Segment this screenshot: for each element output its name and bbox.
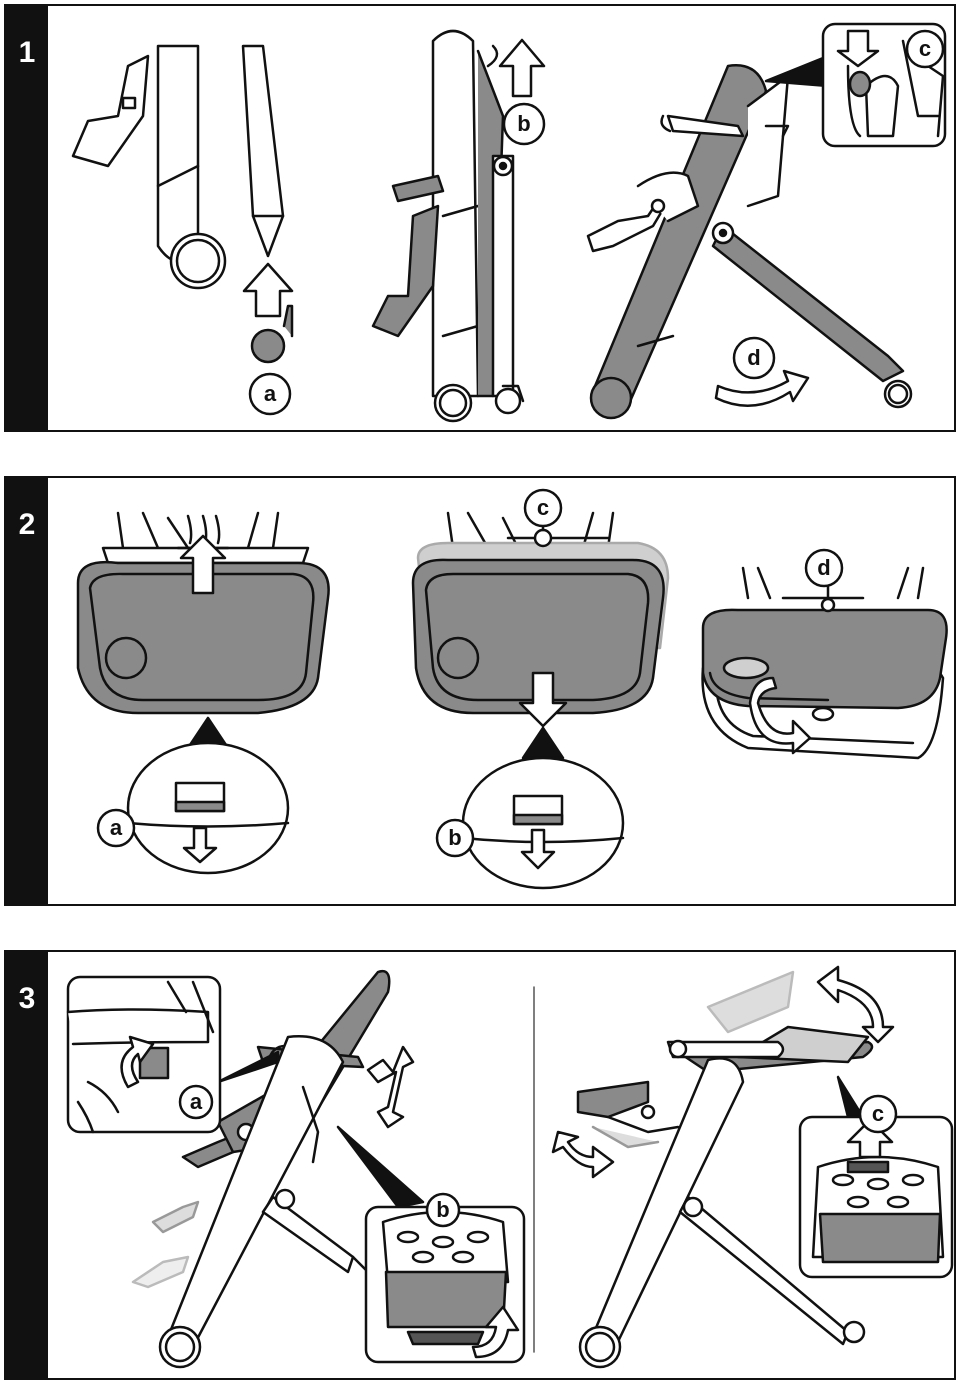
arrow-rotate-recline [816, 965, 895, 1044]
step-1-illustration: a b [71, 22, 947, 423]
svg-text:a: a [190, 1089, 203, 1114]
arrow-rotate-footrest [551, 1130, 615, 1179]
step-2-panel: 2 a [4, 476, 956, 906]
step-3-number: 3 [18, 982, 36, 1015]
inset-c-step3: c [798, 1094, 954, 1279]
step-3-panel: 3 [4, 950, 956, 1380]
svg-text:a: a [110, 815, 123, 840]
callout-a-step1: a [248, 372, 292, 416]
inset-c-step1: c [821, 22, 947, 148]
callout-c-step2: c [523, 488, 563, 528]
step-3-illustration: a b [66, 965, 954, 1369]
svg-text:d: d [817, 555, 830, 580]
step-1-unfolding-chair [586, 64, 913, 420]
svg-text:a: a [264, 381, 277, 406]
arrow-up-b [498, 38, 546, 98]
inset-a-step3: a [66, 975, 222, 1134]
step-1-folded-chair [371, 29, 525, 423]
step-2-tray-press [411, 511, 670, 890]
callout-b-step1: b [502, 102, 546, 146]
step-1-bar [6, 6, 48, 430]
arrow-down-b [520, 828, 556, 870]
step-1-number: 1 [18, 36, 36, 69]
inset-b-step3: b [364, 1192, 526, 1364]
svg-text:b: b [436, 1197, 449, 1222]
step-1-panel: 1 a [4, 4, 956, 432]
svg-text:b: b [448, 825, 461, 850]
arrow-up-tray1 [179, 534, 227, 595]
arrow-rotate-b [471, 1305, 520, 1359]
arrow-up-a [242, 262, 294, 318]
svg-text:c: c [872, 1101, 884, 1126]
step-2-bar [6, 478, 48, 904]
step-2-number: 2 [18, 508, 36, 541]
step-3-chair-height [131, 969, 415, 1369]
arrow-rotate-d [748, 676, 812, 755]
arrow-down-tray2 [518, 671, 568, 728]
arrow-rotate-a [120, 1035, 155, 1089]
arrow-updown-height [366, 1045, 415, 1129]
svg-text:b: b [517, 111, 530, 136]
arrow-curved-d [714, 369, 810, 407]
svg-text:d: d [747, 345, 760, 370]
svg-text:c: c [919, 36, 931, 61]
callout-a-step2: a [96, 808, 136, 848]
arrow-down-a [182, 826, 218, 864]
callout-d-step2: d [804, 548, 844, 588]
step-2-tray-remove [76, 511, 330, 875]
step-3-chair-recline [551, 965, 895, 1369]
step-2-tray-rotate [701, 566, 948, 760]
step-3-bar [6, 952, 48, 1378]
svg-text:c: c [537, 495, 549, 520]
callout-d-step1: d [732, 336, 776, 380]
callout-b-step2: b [435, 818, 475, 858]
step-1-leg-figure [71, 44, 294, 364]
step-2-illustration: a c [76, 488, 948, 890]
